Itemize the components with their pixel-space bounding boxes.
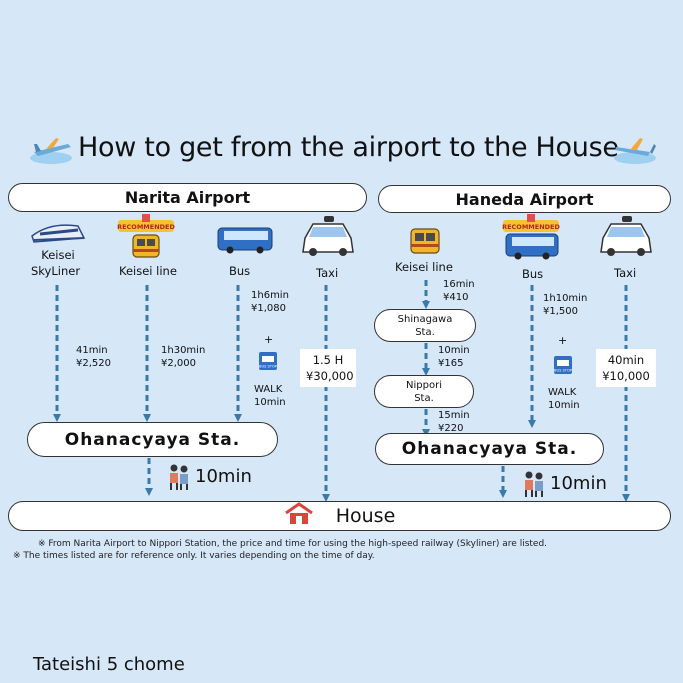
shinagawa-station-suffix: Sta. — [415, 326, 435, 338]
recommended-badge-text: RECOMMENDED — [117, 223, 175, 231]
skyliner-price: ¥2,520 — [76, 358, 111, 369]
taxi-time-narita: 1.5 H — [312, 353, 344, 367]
keisei-label-haneda: Keisei line — [395, 260, 453, 274]
keisei-time3-haneda: 15min — [438, 410, 470, 421]
skyliner-time: 41min — [76, 345, 108, 356]
ohanacyaya-station-narita: Ohanacyaya Sta. — [27, 422, 278, 457]
skyliner-label-line1: Keisei — [41, 248, 75, 262]
walk-time-narita: 10min — [254, 397, 286, 408]
keisei-label-narita: Keisei line — [119, 264, 177, 278]
nippori-station: Nippori Sta. — [374, 375, 474, 408]
bus-label-narita: Bus — [229, 264, 251, 278]
keisei-price3-haneda: ¥220 — [438, 423, 464, 434]
house-label: House — [335, 505, 396, 527]
nippori-station-suffix: Sta. — [414, 392, 434, 404]
note-reference: ※ The times listed are for reference onl… — [13, 551, 375, 561]
taxi-icon-haneda — [597, 214, 655, 264]
walk-time-haneda: 10min — [548, 400, 580, 411]
bus-time-narita: 1h6min — [251, 290, 289, 301]
skyliner-train-icon — [30, 220, 86, 250]
bus-price-narita: ¥1,080 — [251, 303, 286, 314]
nippori-station-name: Nippori — [406, 379, 442, 391]
walking-people-icon-narita — [166, 463, 192, 495]
bus-stop-text-narita: BUS STOP — [259, 365, 278, 369]
narita-airport-header: Narita Airport — [8, 183, 367, 212]
bus-stop-text-haneda: BUS STOP — [554, 369, 573, 373]
walk-label-narita: WALK — [254, 384, 283, 395]
bus-label-haneda: Bus — [522, 267, 544, 281]
taxi-price-haneda: ¥10,000 — [602, 369, 650, 383]
ohanacyaya-station-haneda: Ohanacyaya Sta. — [375, 433, 604, 465]
bus-icon-haneda — [504, 232, 560, 264]
bus-price-haneda: ¥1,500 — [543, 306, 578, 317]
footer-location: Tateishi 5 chome — [33, 654, 185, 675]
keisei-price-narita: ¥2,000 — [161, 358, 196, 369]
keisei-train-icon-haneda — [409, 228, 441, 260]
taxi-info-haneda: 40min ¥10,000 — [596, 349, 656, 387]
walk-time-to-house-haneda: 10min — [550, 473, 607, 494]
walk-label-haneda: WALK — [548, 387, 577, 398]
recommended-badge-icon-haneda: RECOMMENDED — [499, 212, 563, 240]
shinagawa-station-name: Shinagawa — [397, 313, 453, 325]
house-icon — [284, 502, 314, 530]
keisei-time-narita: 1h30min — [161, 345, 206, 356]
keisei-price2-haneda: ¥165 — [438, 358, 464, 369]
shinagawa-station: Shinagawa Sta. — [374, 309, 476, 342]
note-skyliner: ※ From Narita Airport to Nippori Station… — [38, 539, 548, 549]
bus-time-haneda: 1h10min — [543, 293, 588, 304]
taxi-time-haneda: 40min — [607, 353, 645, 367]
haneda-airport-header: Haneda Airport — [378, 185, 671, 213]
page-title: How to get from the airport to the House — [78, 132, 619, 163]
keisei-time1-haneda: 16min — [443, 279, 475, 290]
walk-time-to-house-narita: 10min — [195, 466, 252, 487]
plane-icon-left — [28, 134, 74, 170]
keisei-train-icon-narita — [131, 234, 161, 264]
taxi-price-narita: ¥30,000 — [306, 369, 354, 383]
taxi-label-haneda: Taxi — [614, 266, 637, 280]
bus-stop-icon-haneda: BUS STOP — [553, 355, 573, 379]
plane-icon-right — [612, 134, 658, 170]
taxi-icon-narita — [299, 214, 357, 264]
bus-icon-narita — [216, 226, 274, 258]
recommended-badge-text-haneda: RECOMMENDED — [502, 223, 560, 231]
taxi-label-narita: Taxi — [316, 266, 339, 280]
keisei-time2-haneda: 10min — [438, 345, 470, 356]
recommended-badge-icon: RECOMMENDED — [114, 212, 178, 240]
taxi-info-narita: 1.5 H ¥30,000 — [300, 349, 356, 387]
keisei-price1-haneda: ¥410 — [443, 292, 469, 303]
bus-stop-icon-narita: BUS STOP — [258, 351, 278, 375]
plus-sign-narita: + — [264, 333, 274, 346]
skyliner-label-line2: SkyLiner — [31, 264, 81, 278]
house-destination: House — [8, 501, 671, 531]
walking-people-icon-haneda — [521, 470, 547, 502]
plus-sign-haneda: + — [558, 334, 568, 347]
